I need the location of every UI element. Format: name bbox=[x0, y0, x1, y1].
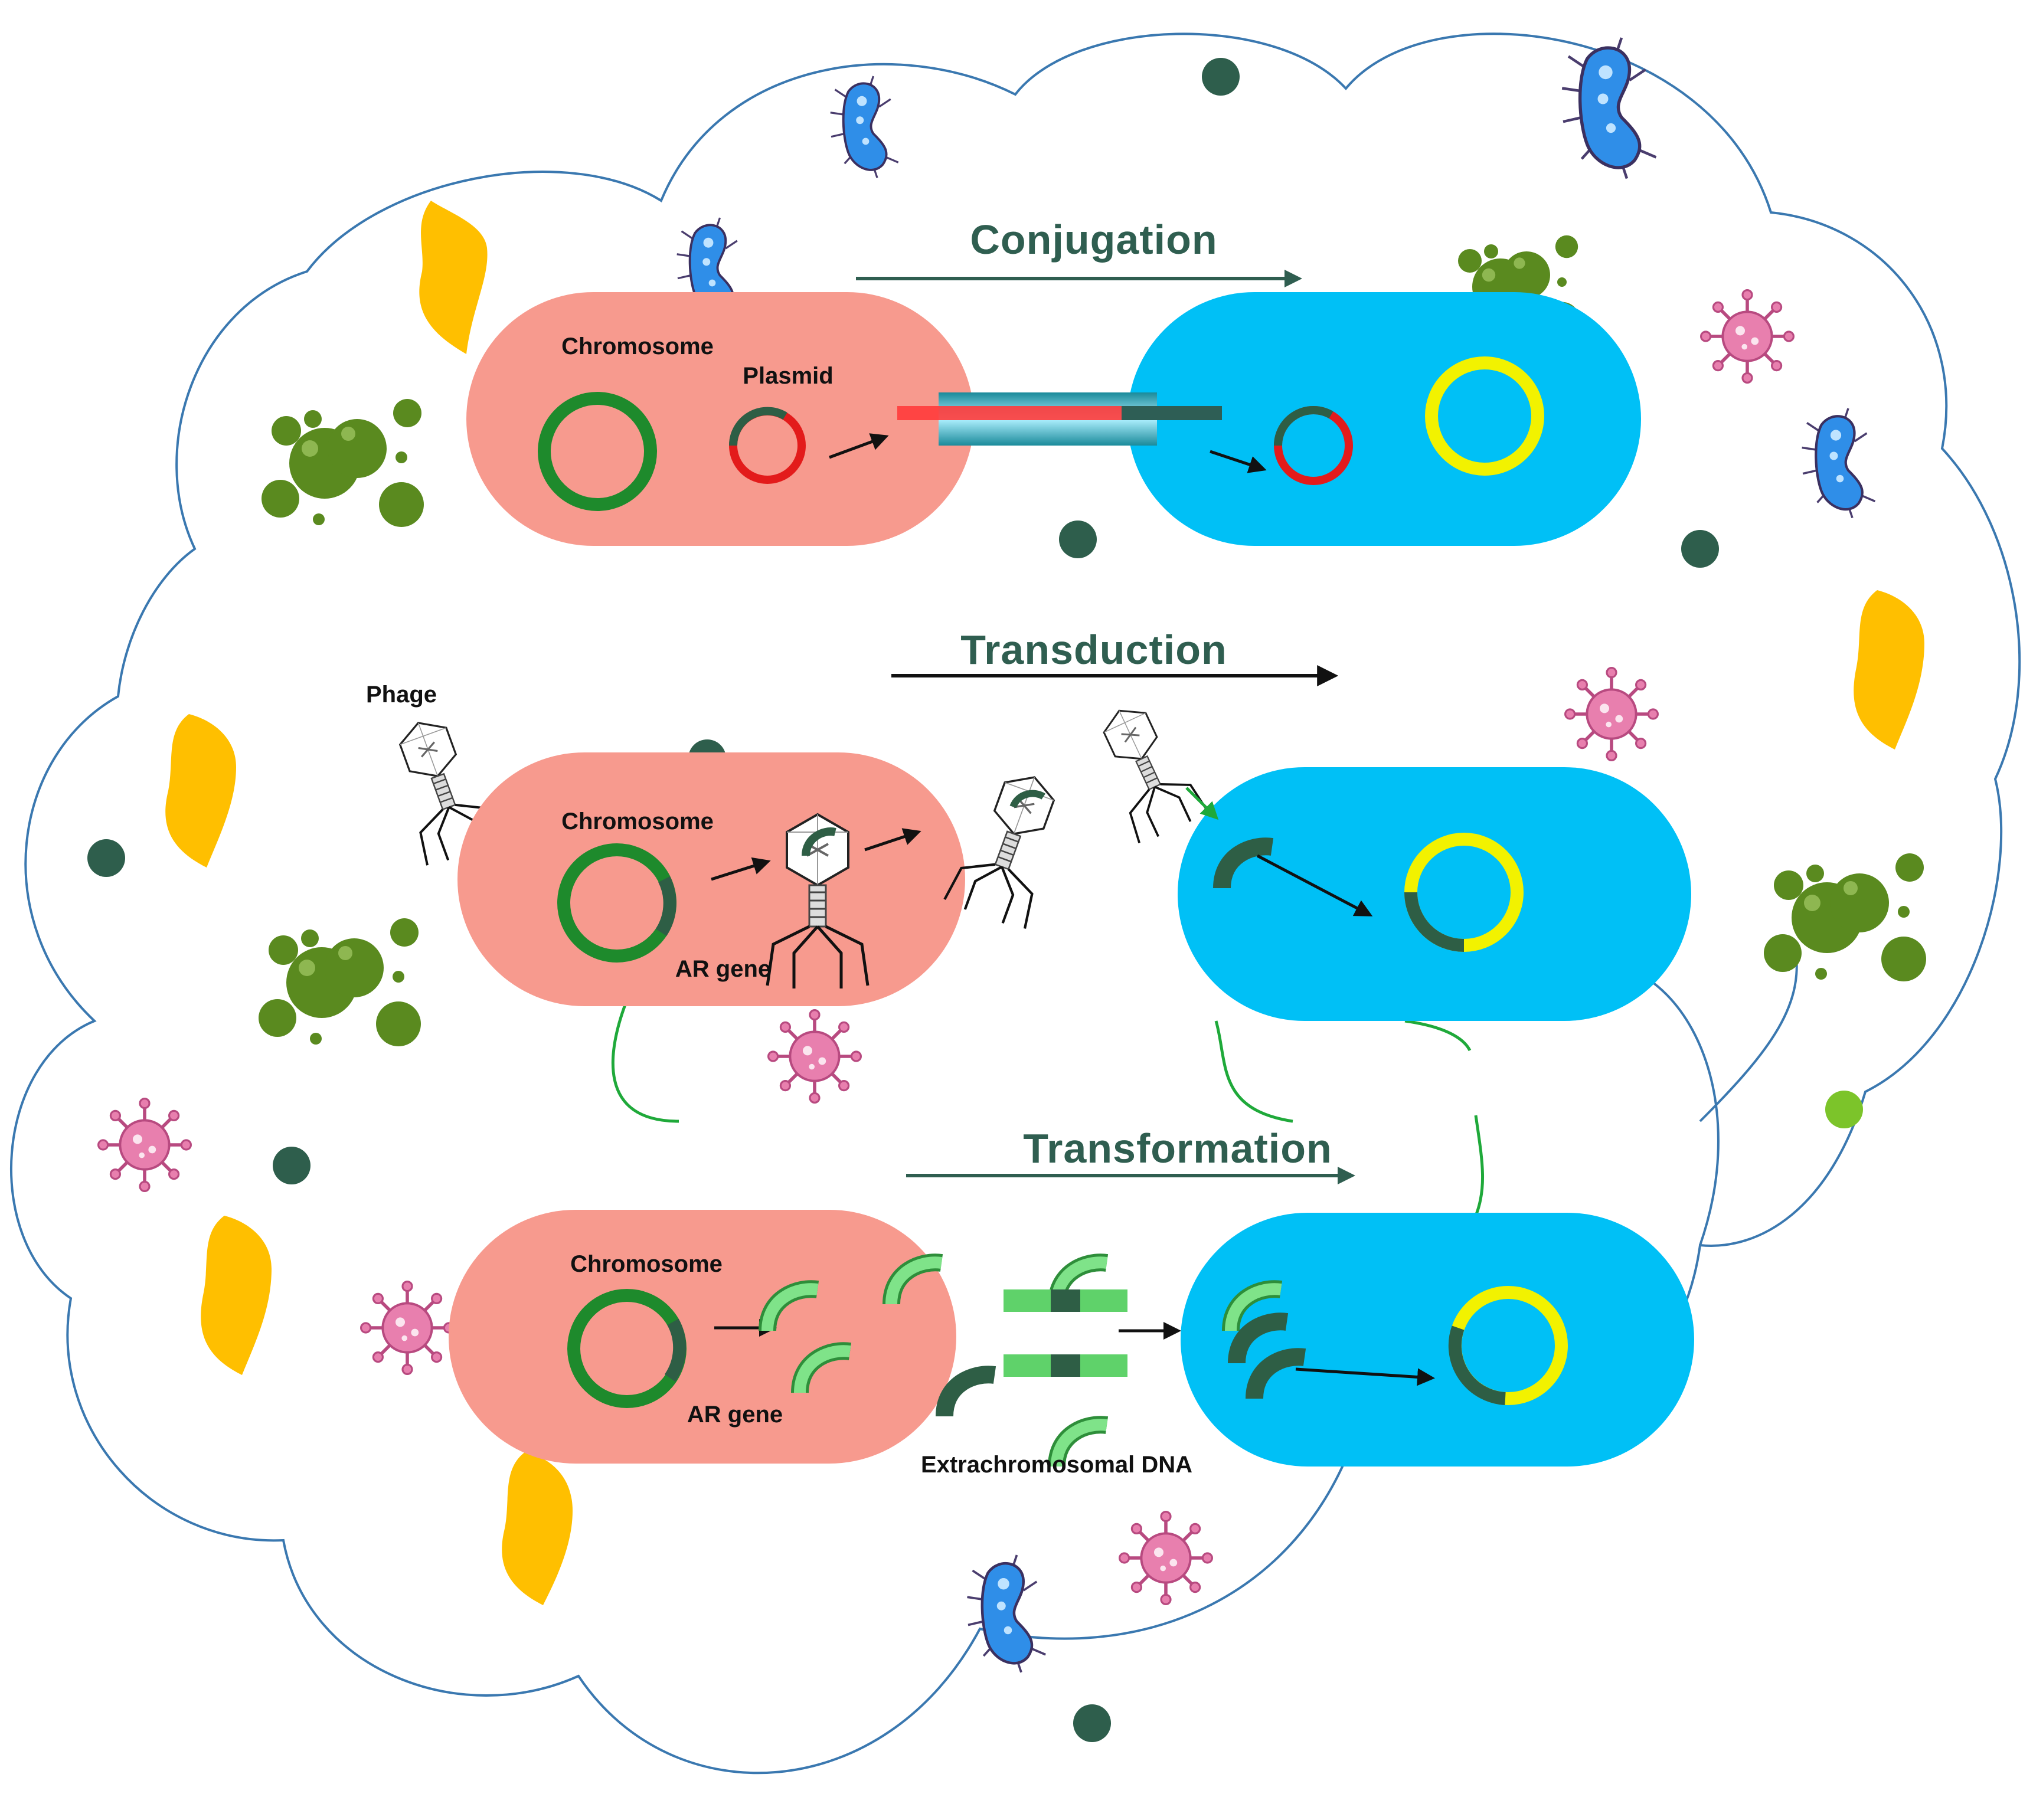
bacterium-icon bbox=[1562, 38, 1656, 179]
recipient-chromosome-ring bbox=[1404, 833, 1524, 952]
biofilm-cluster-icon bbox=[1764, 853, 1926, 981]
pilus-bridge bbox=[897, 392, 1222, 446]
transferred-plasmid-ring bbox=[1274, 405, 1353, 485]
conjugation-title: Conjugation bbox=[970, 217, 1217, 263]
virus-icon bbox=[1120, 1512, 1212, 1605]
extrachromosomal-dna-label: Extrachromosomal DNA bbox=[921, 1452, 1192, 1478]
chromosome-ring bbox=[557, 843, 676, 963]
ar-gene-label: AR gene bbox=[687, 1402, 783, 1428]
bacterium-icon bbox=[829, 75, 900, 179]
chromosome-label: Chromosome bbox=[561, 808, 714, 834]
recipient-chromosome-ring bbox=[1425, 356, 1544, 476]
phage-label: Phage bbox=[366, 682, 437, 708]
transduction-title: Transduction bbox=[960, 627, 1227, 673]
injection-arrow bbox=[1185, 787, 1219, 820]
cloud-inner-arc bbox=[1699, 944, 1798, 1122]
ar-gene-label: AR gene bbox=[675, 956, 771, 982]
biofilm-cluster-icon bbox=[259, 918, 421, 1046]
recipient-cell bbox=[1181, 1213, 1694, 1467]
recipient-cell bbox=[1127, 292, 1641, 546]
gene-packaging-arrow bbox=[711, 857, 771, 881]
bacterium-icon bbox=[1802, 408, 1875, 518]
virus-icon bbox=[769, 1010, 861, 1103]
bacteriophage-icon bbox=[767, 814, 868, 988]
donor-cell bbox=[449, 1210, 956, 1464]
flagella bbox=[611, 1003, 1485, 1216]
chromosome-ring bbox=[567, 1289, 687, 1408]
phage-release-arrow bbox=[864, 828, 921, 852]
transformation-title: Transformation bbox=[1023, 1125, 1332, 1171]
chromosome-label: Chromosome bbox=[570, 1251, 723, 1277]
chromosome-ring bbox=[538, 392, 657, 511]
bacterium-icon bbox=[968, 1555, 1046, 1672]
cloud-outline bbox=[9, 32, 2021, 1775]
donor-cell bbox=[466, 292, 974, 546]
plasmid-transfer-arrow bbox=[829, 433, 889, 459]
virus-icon bbox=[99, 1099, 191, 1191]
extrachromosomal-dna-segment bbox=[1004, 1289, 1127, 1377]
virus-icon bbox=[1565, 668, 1658, 761]
conjugation-panel: Conjugation Chromosome Plasmid bbox=[466, 217, 1641, 546]
integration-arrow bbox=[1256, 854, 1373, 916]
plasmid-label: Plasmid bbox=[743, 363, 833, 389]
yellow-blobs bbox=[165, 201, 1924, 1605]
chromosome-label: Chromosome bbox=[561, 333, 714, 359]
biofilm-cluster-icon bbox=[262, 399, 424, 527]
bacteriophage-icon bbox=[944, 762, 1075, 931]
recipient-cell bbox=[1178, 767, 1691, 1021]
plasmid-entry-arrow bbox=[1210, 450, 1267, 473]
integration-arrow bbox=[1295, 1367, 1435, 1386]
virus-icon bbox=[361, 1282, 454, 1374]
plasmid-ring bbox=[728, 407, 806, 484]
dna-fragment bbox=[944, 1374, 995, 1416]
transformation-panel: Transformation Chromosome AR gene Extrac… bbox=[449, 1125, 1694, 1478]
virus-icon bbox=[1701, 290, 1794, 383]
recipient-chromosome-ring bbox=[1448, 1286, 1568, 1405]
transduction-panel: Transduction Phage Chromosome AR gene bbox=[366, 627, 1691, 1021]
bacteriophage-icon bbox=[1084, 693, 1210, 846]
